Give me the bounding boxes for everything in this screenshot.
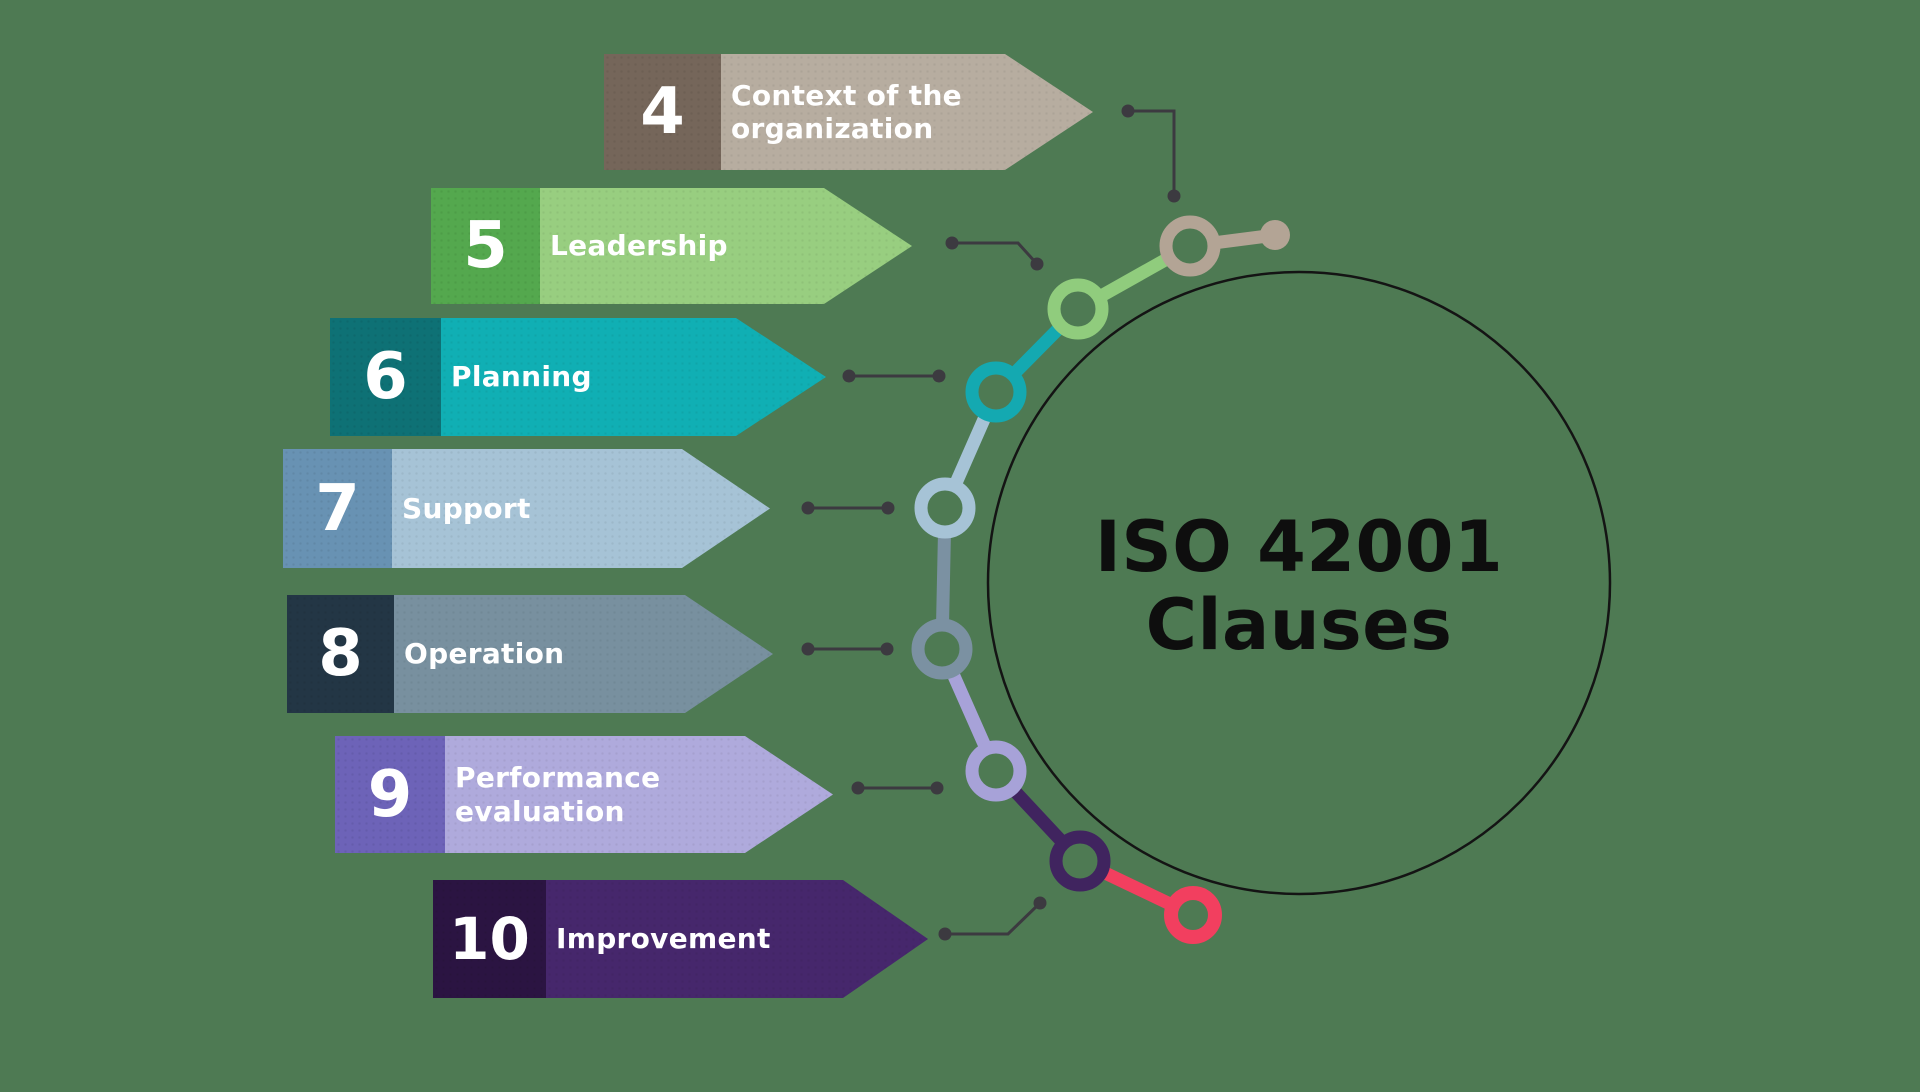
connector-line-5: [952, 241, 1039, 266]
clause-number-5: 5: [431, 188, 540, 304]
chain-node-clause-8: [911, 618, 973, 680]
clause-label: organization: [731, 112, 934, 145]
clause-label: Operation: [404, 637, 565, 671]
banner-clause-5: 5 Leadership: [431, 188, 912, 304]
banner-clause-6: 6 Planning: [330, 318, 826, 436]
connector-dot-9: [930, 781, 944, 795]
clause-arrow-body-5: Leadership: [540, 188, 912, 304]
clause-number-6: 6: [330, 318, 441, 436]
clause-number-8: 8: [287, 595, 394, 713]
banner-clause-8: 8 Operation: [287, 595, 773, 713]
outline-circle: [986, 270, 1612, 896]
connector-dot-7: [801, 501, 815, 515]
clause-label: Improvement: [556, 922, 771, 956]
chain-end-node: [1164, 886, 1222, 944]
connector-dot-10: [1033, 896, 1047, 910]
connector-dot-4: [1121, 104, 1135, 118]
clause-arrow-body-6: Planning: [441, 318, 826, 436]
center-circle-title: ISO 42001 Clauses: [988, 508, 1610, 665]
chain-node-clause-9: [965, 740, 1027, 802]
clause-label: Leadership: [550, 229, 728, 263]
chain-node-clause-5: [1047, 278, 1109, 340]
clause-label: evaluation: [455, 794, 625, 828]
clause-label: Support: [402, 491, 531, 525]
chain-start-ball: [1260, 220, 1290, 250]
clause-arrow-body-10: Improvement: [546, 880, 928, 998]
connector-dot-4: [1167, 189, 1181, 203]
clause-number-9: 9: [335, 736, 445, 853]
chain-node-clause-6: [965, 361, 1027, 423]
clause-number-7: 7: [283, 449, 392, 568]
connector-dot-10: [938, 927, 952, 941]
connector-line-10: [945, 901, 1042, 936]
chain-node-clause-4: [1159, 215, 1221, 277]
connector-dot-5: [1030, 257, 1044, 271]
clause-arrow-body-8: Operation: [394, 595, 773, 713]
connector-dot-6: [842, 369, 856, 383]
banner-clause-7: 7 Support: [283, 449, 770, 568]
clause-number-4: 4: [604, 54, 721, 170]
chain-node-clause-7: [914, 477, 976, 539]
connector-line-4: [1128, 109, 1176, 196]
clause-label: Performance: [455, 761, 661, 795]
banner-clause-10: 10 Improvement: [433, 880, 928, 998]
chain-node-clause-10: [1049, 830, 1111, 892]
connector-dot-7: [881, 501, 895, 515]
clause-number-10: 10: [433, 880, 546, 998]
title-line-2: Clauses: [1145, 584, 1453, 667]
clause-arrow-body-7: Support: [392, 449, 770, 568]
connector-dot-8: [801, 642, 815, 656]
connector-dot-5: [945, 236, 959, 250]
connector-dot-9: [851, 781, 865, 795]
clause-label: Planning: [451, 360, 592, 394]
title-line-1: ISO 42001: [1094, 506, 1504, 588]
clause-label: Context of the: [731, 78, 962, 112]
connector-dot-6: [932, 369, 946, 383]
connector-dot-8: [880, 642, 894, 656]
